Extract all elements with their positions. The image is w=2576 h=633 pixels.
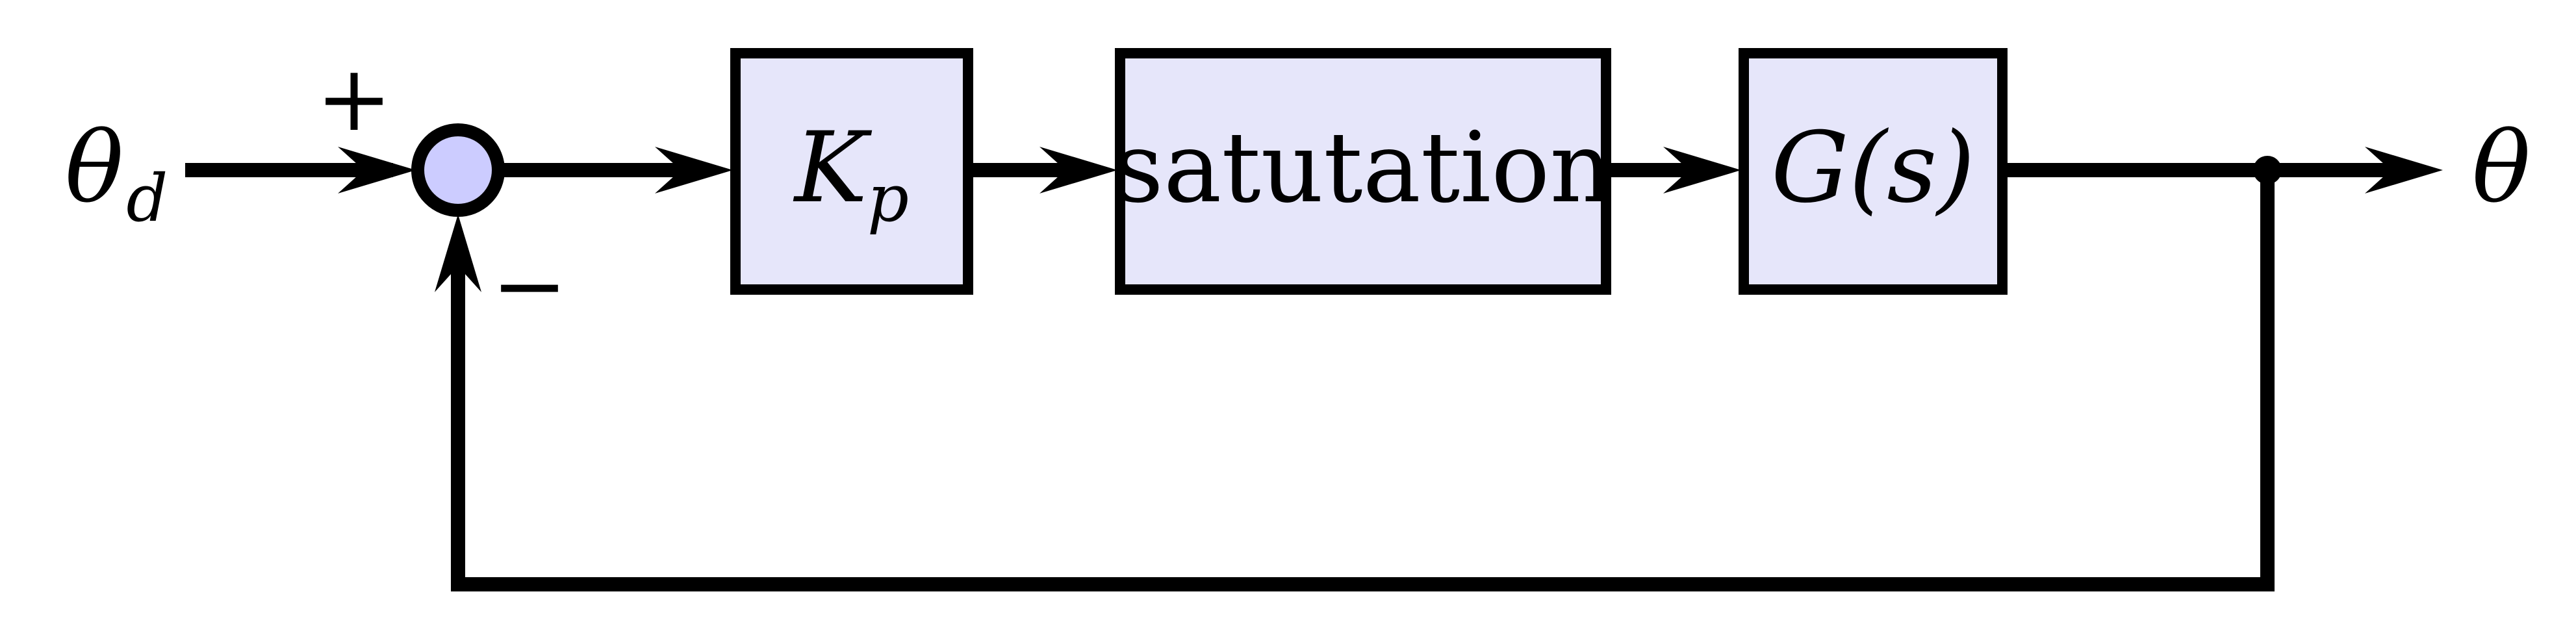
- input-label: θd: [65, 112, 168, 236]
- minus-sign: −: [491, 233, 567, 339]
- saturation-arrowhead: [1039, 147, 1117, 193]
- feedback-arrowhead: [435, 214, 481, 292]
- summing-junction: [411, 123, 505, 217]
- gain-block: [730, 48, 973, 295]
- feedback-wire: [451, 170, 2275, 591]
- saturation-label: satutation: [1114, 112, 1613, 225]
- output-label: θ: [2472, 112, 2531, 225]
- plant-label: G(s): [1771, 112, 1975, 225]
- input-arrowhead: [338, 147, 416, 193]
- plus-sign: +: [316, 46, 392, 152]
- gain-arrowhead: [655, 147, 733, 193]
- plant-block: [1739, 48, 2008, 295]
- gain-label: Kp: [793, 112, 909, 236]
- output-arrowhead: [2365, 147, 2443, 193]
- plant-arrowhead: [1663, 147, 1741, 193]
- saturation-block: [1115, 48, 1611, 295]
